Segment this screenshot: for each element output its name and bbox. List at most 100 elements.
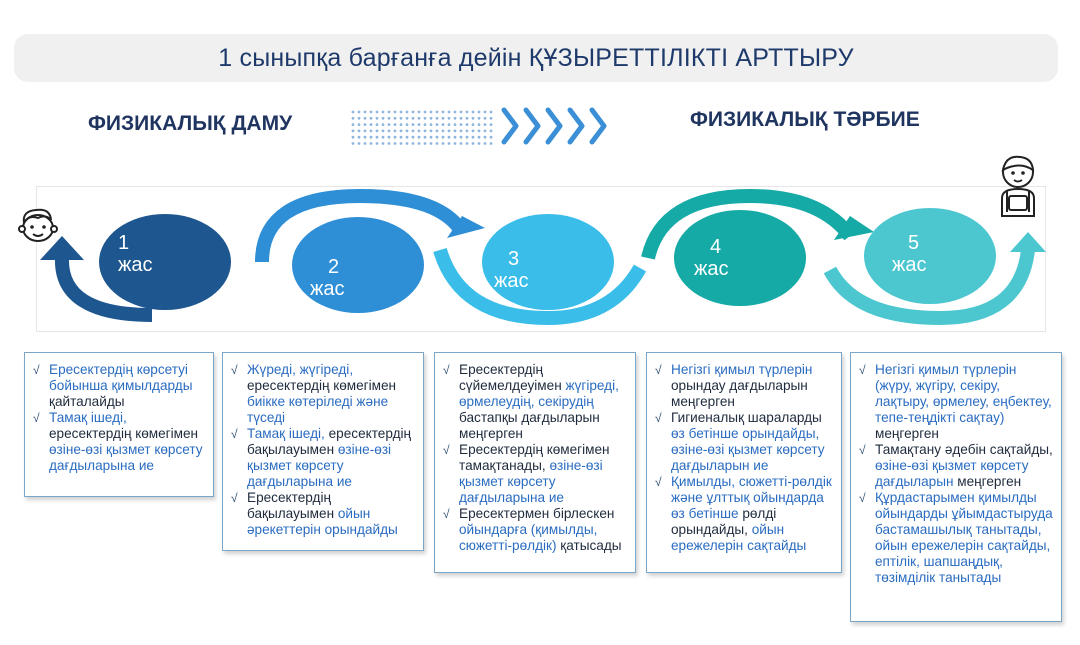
age-node-1-label: 1 жас — [118, 232, 153, 276]
skill-text: Жүреді, жүгіреді, ересектердің көмегімен… — [247, 362, 417, 426]
skill-text-segment: орындау дағдыларын меңгерген — [671, 378, 808, 409]
skill-item: √ Ересектердің көмегімен тамақтанады, өзі… — [443, 442, 629, 506]
skill-text-segment: Жүреді, жүгіреді, — [247, 362, 354, 377]
skill-text: Ересектердің көмегімен тамақтанады, өзін… — [459, 442, 629, 506]
dots-pattern — [351, 110, 493, 145]
check-icon: √ — [33, 363, 40, 377]
skill-text-segment: Ересектердің бақылауымен — [247, 490, 338, 521]
skill-text: Негізгі қимыл түрлерін орындау дағдылары… — [671, 362, 835, 410]
age-node-4-label: 4 жас — [694, 236, 729, 280]
skill-item: √ Құрдастарымен қимылды ойындарды ұйымдас… — [859, 490, 1055, 586]
skill-text-segment: қайталайды — [49, 394, 125, 409]
age-node-3 — [482, 214, 614, 310]
skill-text: Негізгі қимыл түрлерін (жүру, жүгіру, се… — [875, 362, 1055, 442]
skill-text-segment: ойын ережелерін сақтайды — [671, 522, 807, 553]
skill-text-segment: биікке көтеріледі және түседі — [247, 394, 389, 425]
skill-text-segment: меңгерген — [875, 426, 939, 441]
check-icon: √ — [33, 411, 40, 425]
age-node-1 — [99, 214, 231, 310]
skill-text: Қимылды, сюжетті-рөлдік және ұлттық ойын… — [671, 474, 835, 554]
skill-item: √ Ересектермен бірлескен ойындарға (қимыл… — [443, 506, 629, 554]
skill-text: Құрдастарымен қимылды ойындарды ұйымдаст… — [875, 490, 1055, 586]
skill-text-segment: рөлді орындайды, — [671, 506, 777, 537]
skill-text: Ересектердің көрсетуі бойынша қимылдарды… — [49, 362, 207, 410]
skill-text-segment: қатысады — [556, 538, 622, 553]
skill-item: √ Тамақ ішеді, ересектердің бақылауымен ө… — [231, 426, 417, 490]
page-title: 1 сыныпқа барғанға дейін ҚҰЗЫРЕТТІЛІКТІ … — [218, 43, 854, 72]
skill-text-segment: өзіне-өзі қызмет көрсету дағдыларына ие — [49, 442, 203, 473]
skill-text-segment: Тамақтану әдебін сақтайды, — [875, 442, 1053, 457]
age-node-4 — [674, 210, 806, 306]
skill-text-segment: Негізгі қимыл түрлерін (жүру, жүгіру, се… — [875, 362, 1052, 425]
check-icon: √ — [859, 491, 866, 505]
skill-text-segment: Қимылды, сюжетті-рөлдік және ұлттық ойын… — [671, 474, 832, 521]
check-icon: √ — [655, 363, 662, 377]
check-icon: √ — [443, 363, 450, 377]
check-icon: √ — [231, 363, 238, 377]
skill-text: Ересектермен бірлескен ойындарға (қимылд… — [459, 506, 629, 554]
age-node-3-label: 3 жас — [494, 248, 529, 292]
skill-text-segment: ересектердің бақылауымен — [247, 426, 412, 457]
age-1-skills-box: √ Ересектердің көрсетуі бойынша қимылдард… — [24, 352, 214, 497]
skill-item: √ Негізгі қимыл түрлерін (жүру, жүгіру, с… — [859, 362, 1055, 442]
skill-item: √ Тамақ ішеді, ересектердің көмегімен өзі… — [33, 410, 207, 474]
skill-item: √ Жүреді, жүгіреді, ересектердің көмегіме… — [231, 362, 417, 426]
skill-text-segment: Негізгі қимыл түрлерін — [671, 362, 813, 377]
skill-text-segment: меңгерген — [953, 474, 1022, 489]
skill-text: Ересектердің сүйемелдеуімен жүгіреді, өр… — [459, 362, 629, 442]
skill-text-segment: ойын әрекеттерін орындайды — [247, 506, 398, 537]
skill-item: √ Гигиеналық шараларды өз бетінше орындай… — [655, 410, 835, 474]
skill-text: Гигиеналық шараларды өз бетінше орындайд… — [671, 410, 835, 474]
heading-physical-education: ФИЗИКАЛЫҚ ТӘРБИЕ — [690, 108, 920, 131]
chevron-arrows-icon — [501, 107, 607, 145]
skill-text-segment: Гигиеналық шараларды — [671, 410, 822, 425]
age-node-2 — [292, 217, 424, 313]
skill-text-segment: Құрдастарымен қимылды ойындарды ұйымдаст… — [875, 490, 1053, 585]
skill-text-segment: Ересектердің көрсетуі бойынша қимылдарды — [49, 362, 193, 393]
heading-physical-development: ФИЗИКАЛЫҚ ДАМУ — [88, 112, 293, 135]
check-icon: √ — [231, 491, 238, 505]
skill-text-segment: Тамақ ішеді, — [49, 410, 127, 425]
skill-text-segment: бастапқы дағдыларын меңгерген — [459, 410, 600, 441]
child-with-backpack-icon — [1001, 155, 1035, 217]
check-icon: √ — [655, 475, 662, 489]
skill-text-segment: ересектердің көмегімен — [247, 378, 397, 393]
skill-text: Тамақтану әдебін сақтайды, өзіне-өзі қыз… — [875, 442, 1055, 490]
skill-text-segment: Ересектердің көмегімен тамақтанады, — [459, 442, 610, 473]
skill-text-segment: ересектердің көмегімен — [49, 426, 199, 441]
age-3-skills-box: √ Ересектердің сүйемелдеуімен жүгіреді, ө… — [434, 352, 636, 573]
skill-item: √ Ересектердің сүйемелдеуімен жүгіреді, ө… — [443, 362, 629, 442]
check-icon: √ — [655, 411, 662, 425]
skill-text: Тамақ ішеді, ересектердің бақылауымен өз… — [247, 426, 417, 490]
skill-item: √ Қимылды, сюжетті-рөлдік және ұлттық ойы… — [655, 474, 835, 554]
check-icon: √ — [859, 443, 866, 457]
skill-text-segment: өзіне-өзі қызмет көрсету дағдыларын — [875, 458, 1029, 489]
skill-text-segment: өзіне-өзі қызмет көрсету дағдыларына ие — [459, 458, 603, 505]
boy-face-icon — [18, 208, 58, 242]
skill-text-segment: жүгіреді, өрмелеудің, секірудің — [459, 378, 619, 409]
age-flow-diagram — [40, 188, 1046, 326]
skill-item: √ Ересектердің бақылауымен ойын әрекеттер… — [231, 490, 417, 538]
check-icon: √ — [443, 507, 450, 521]
skill-text-segment: өз бетінше орындайды, өзіне-өзі қызмет к… — [671, 426, 825, 473]
skill-text-segment: Ересектермен бірлескен — [459, 506, 615, 521]
check-icon: √ — [231, 427, 238, 441]
skill-item: √ Ересектердің көрсетуі бойынша қимылдард… — [33, 362, 207, 410]
title-bar: 1 сыныпқа барғанға дейін ҚҰЗЫРЕТТІЛІКТІ … — [14, 34, 1058, 82]
skill-text-segment: өзіне-өзі қызмет көрсету дағдыларына ие — [247, 442, 392, 489]
skill-text-segment: ойындарға (қимылды, сюжетті-рөлдік) — [459, 522, 598, 553]
age-node-5 — [864, 208, 996, 304]
age-5-skills-box: √ Негізгі қимыл түрлерін (жүру, жүгіру, с… — [850, 352, 1062, 622]
skill-item: √ Тамақтану әдебін сақтайды, өзіне-өзі қы… — [859, 442, 1055, 490]
skill-text-segment: Ересектердің сүйемелдеуімен — [459, 362, 566, 393]
age-node-5-label: 5 жас — [892, 232, 927, 276]
check-icon: √ — [859, 363, 866, 377]
skill-item: √ Негізгі қимыл түрлерін орындау дағдылар… — [655, 362, 835, 410]
skill-text: Тамақ ішеді, ересектердің көмегімен өзін… — [49, 410, 207, 474]
skill-text-segment: Тамақ ішеді, — [247, 426, 325, 441]
skill-text: Ересектердің бақылауымен ойын әрекеттері… — [247, 490, 417, 538]
age-4-skills-box: √ Негізгі қимыл түрлерін орындау дағдылар… — [646, 352, 842, 573]
age-2-skills-box: √ Жүреді, жүгіреді, ересектердің көмегіме… — [222, 352, 424, 551]
age-node-2-label: 2 жас — [310, 256, 345, 300]
check-icon: √ — [443, 443, 450, 457]
